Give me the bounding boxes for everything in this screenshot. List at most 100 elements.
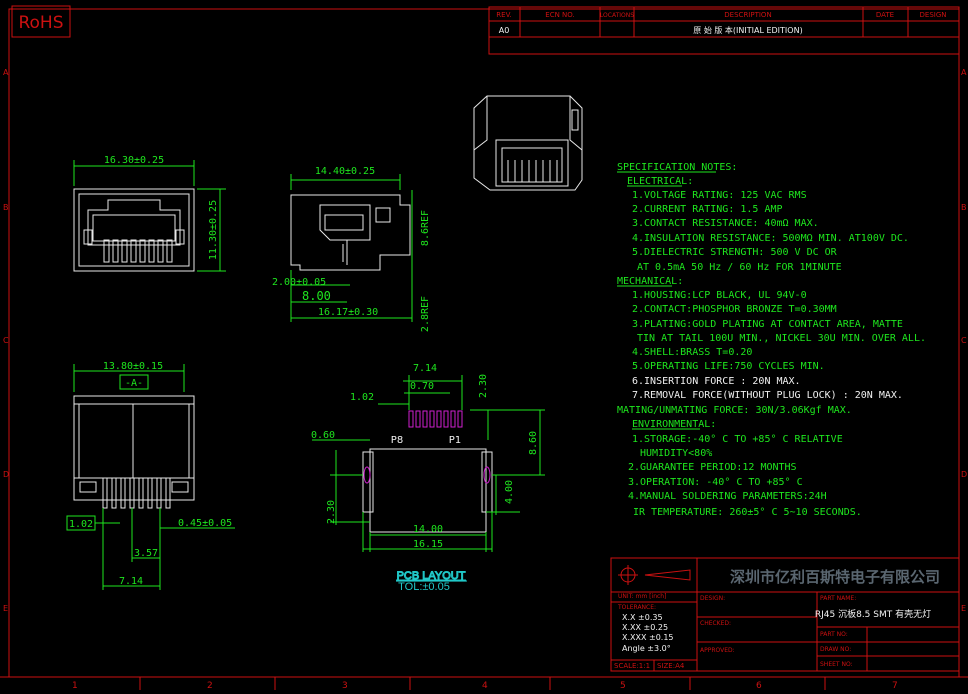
svg-text:E: E xyxy=(961,604,966,613)
rev-value: A0 xyxy=(499,26,510,35)
svg-text:1.VOLTAGE RATING: 125 VAC RMS: 1.VOLTAGE RATING: 125 VAC RMS xyxy=(632,190,807,201)
bottom-width-dim: 13.80±0.15 xyxy=(103,361,163,372)
side-ref-bottom: 2.8REF xyxy=(420,296,431,332)
svg-text:X.XXX ±0.15: X.XXX ±0.15 xyxy=(622,633,674,642)
svg-text:E: E xyxy=(3,604,8,613)
svg-text:A: A xyxy=(961,68,967,77)
svg-text:B: B xyxy=(961,203,967,212)
svg-text:4.MANUAL SOLDERING PARAMETERS:: 4.MANUAL SOLDERING PARAMETERS:24H xyxy=(628,491,827,502)
svg-text:PART NAME:: PART NAME: xyxy=(820,595,856,602)
bottom-dim-357: 3.57 xyxy=(134,548,158,559)
side-ref-top: 8.6REF xyxy=(420,210,431,246)
svg-text:B: B xyxy=(3,203,9,212)
title-block: 深圳市亿利百斯特电子有限公司 UNIT: mm [inch] TOLERANCE… xyxy=(610,557,960,672)
svg-text:7: 7 xyxy=(892,681,898,691)
svg-text:PART NO:: PART NO: xyxy=(820,631,848,638)
side-width-dim: 14.40±0.25 xyxy=(315,166,375,177)
front-view: 16.30±0.25 11.30±0.25 xyxy=(73,155,226,272)
bottom-view: 13.80±0.15 -A- 1.02 0.45±0.05 3.57 7.14 xyxy=(66,361,235,590)
pcb-layout-title: PCB LAYOUT xyxy=(397,570,466,582)
svg-text:3: 3 xyxy=(342,681,348,691)
bottom-dim-045: 0.45±0.05 xyxy=(178,518,232,529)
unit-label: UNIT: mm [inch] xyxy=(618,593,666,600)
svg-text:IR TEMPERATURE: 260±5° C 5~10: IR TEMPERATURE: 260±5° C 5~10 SECONDS. xyxy=(633,507,862,518)
svg-text:SHEET NO:: SHEET NO: xyxy=(820,661,853,668)
svg-text:3.OPERATION: -40° C TO +85° C: 3.OPERATION: -40° C TO +85° C xyxy=(628,477,803,488)
svg-text:2.CURRENT RATING: 1.5 AMP: 2.CURRENT RATING: 1.5 AMP xyxy=(632,204,783,215)
side-dim-b: 8.00 xyxy=(302,289,331,303)
svg-text:5.OPERATING LIFE:750 CYCLES MI: 5.OPERATING LIFE:750 CYCLES MIN. xyxy=(632,361,825,372)
svg-text:2.CONTACT:PHOSPHOR BRONZE T=0.: 2.CONTACT:PHOSPHOR BRONZE T=0.30MM xyxy=(632,304,837,315)
svg-text:AT 0.5mA 50 Hz / 60 Hz FOR 1MI: AT 0.5mA 50 Hz / 60 Hz FOR 1MINUTE xyxy=(637,262,842,273)
pcb-layout: 7.14 0.70 1.02 2.30 0.60 P8 P1 8.60 4.00… xyxy=(311,363,545,593)
front-width-dim: 16.30±0.25 xyxy=(104,155,164,166)
svg-text:6.INSERTION FORCE : 20N MAX.: 6.INSERTION FORCE : 20N MAX. xyxy=(632,376,801,387)
pcb-p8: P8 xyxy=(391,435,403,446)
svg-text:TOLERANCE:: TOLERANCE: xyxy=(617,604,656,611)
svg-text:ENVIRONMENTAL:: ENVIRONMENTAL: xyxy=(632,419,716,430)
svg-text:SIZE:A4: SIZE:A4 xyxy=(657,662,685,670)
ecn-header: ECN NO. xyxy=(545,11,574,19)
side-dim-c: 16.17±0.30 xyxy=(318,307,378,318)
svg-text:5: 5 xyxy=(620,681,626,691)
svg-text:X.XX ±0.25: X.XX ±0.25 xyxy=(622,623,668,632)
datum-a: -A- xyxy=(125,378,143,389)
pcb-dim-060: 0.60 xyxy=(311,430,335,441)
pcb-dim-230-top: 2.30 xyxy=(478,374,489,398)
svg-text:SCALE:1:1: SCALE:1:1 xyxy=(614,662,650,670)
svg-text:DRAW NO:: DRAW NO: xyxy=(820,646,851,653)
company-name: 深圳市亿利百斯特电子有限公司 xyxy=(730,568,940,586)
svg-text:TIN AT TAIL 100U MIN., NICKEL: TIN AT TAIL 100U MIN., NICKEL 30U MIN. O… xyxy=(637,333,926,344)
pcb-dim-070: 0.70 xyxy=(410,381,434,392)
rohs-box xyxy=(11,5,71,38)
svg-text:X.X ±0.35: X.X ±0.35 xyxy=(622,613,663,622)
bottom-dim-102: 1.02 xyxy=(69,519,93,530)
design-header: DESIGN xyxy=(920,11,947,19)
svg-text:D: D xyxy=(961,470,967,479)
svg-text:3.CONTACT RESISTANCE: 40mΩ MAX: 3.CONTACT RESISTANCE: 40mΩ MAX. xyxy=(632,218,819,229)
pcb-tolerance: TOL:±0.05 xyxy=(398,581,450,593)
svg-text:SPECIFICATION NOTES:: SPECIFICATION NOTES: xyxy=(617,162,737,173)
side-dim-a: 2.00±0.05 xyxy=(272,277,326,288)
pcb-dim-230-left: 2.30 xyxy=(326,500,337,524)
svg-text:4: 4 xyxy=(482,681,488,691)
grid-labels: A B C D E A B C D E 1 2 3 4 5 6 7 xyxy=(3,68,967,691)
description-value: 原 始 版 本(INITIAL EDITION) xyxy=(693,25,802,35)
svg-text:D: D xyxy=(3,470,9,479)
pcb-dim-714: 7.14 xyxy=(413,363,437,374)
svg-text:3.PLATING:GOLD PLATING AT CONT: 3.PLATING:GOLD PLATING AT CONTACT AREA, … xyxy=(632,319,903,330)
pcb-dim-1615: 16.15 xyxy=(413,539,443,550)
part-name: RJ45 沉板8.5 SMT 有壳无灯 xyxy=(815,608,931,620)
pcb-dim-400: 4.00 xyxy=(504,480,515,504)
svg-text:2: 2 xyxy=(207,681,213,691)
svg-text:CHECKED:: CHECKED: xyxy=(700,620,731,627)
svg-text:C: C xyxy=(961,336,967,345)
locations-header: LOCATIONS xyxy=(600,12,634,19)
front-height-dim: 11.30±0.25 xyxy=(208,200,219,260)
svg-text:6: 6 xyxy=(756,681,762,691)
bottom-dim-714: 7.14 xyxy=(119,576,143,587)
svg-text:Angle ±3.0°: Angle ±3.0° xyxy=(622,644,671,653)
svg-text:1: 1 xyxy=(72,681,78,691)
spec-notes: SPECIFICATION NOTES: ELECTRICAL: 1.VOLTA… xyxy=(617,162,926,518)
svg-text:HUMIDITY<80%: HUMIDITY<80% xyxy=(640,448,712,459)
svg-text:4.SHELL:BRASS T=0.20: 4.SHELL:BRASS T=0.20 xyxy=(632,347,752,358)
pcb-dim-1400: 14.00 xyxy=(413,524,443,535)
isometric-view xyxy=(473,95,583,191)
date-header: DATE xyxy=(876,11,894,19)
svg-text:7.REMOVAL FORCE(WITHOUT PLUG L: 7.REMOVAL FORCE(WITHOUT PLUG LOCK) : 20N… xyxy=(632,390,903,401)
pcb-dim-102: 1.02 xyxy=(350,392,374,403)
rev-header: REV. xyxy=(496,11,511,19)
svg-text:APPROVED:: APPROVED: xyxy=(700,647,735,654)
svg-text:C: C xyxy=(3,336,9,345)
pcb-dim-860: 8.60 xyxy=(528,431,539,455)
svg-text:MATING/UNMATING FORCE: 30N/3.0: MATING/UNMATING FORCE: 30N/3.06Kgf MAX. xyxy=(617,405,852,416)
description-header: DESCRIPTION xyxy=(724,11,771,19)
svg-text:1.STORAGE:-40° C TO +85° C REL: 1.STORAGE:-40° C TO +85° C RELATIVE xyxy=(632,434,843,445)
rohs-label: RoHS xyxy=(18,13,63,33)
svg-text:A: A xyxy=(3,68,9,77)
svg-text:5.DIELECTRIC STRENGTH: 500 V D: 5.DIELECTRIC STRENGTH: 500 V DC OR xyxy=(632,247,838,258)
svg-text:MECHANICAL:: MECHANICAL: xyxy=(617,276,683,287)
svg-text:4.INSULATION RESISTANCE: 500MΩ: 4.INSULATION RESISTANCE: 500MΩ MIN. AT10… xyxy=(632,233,909,244)
